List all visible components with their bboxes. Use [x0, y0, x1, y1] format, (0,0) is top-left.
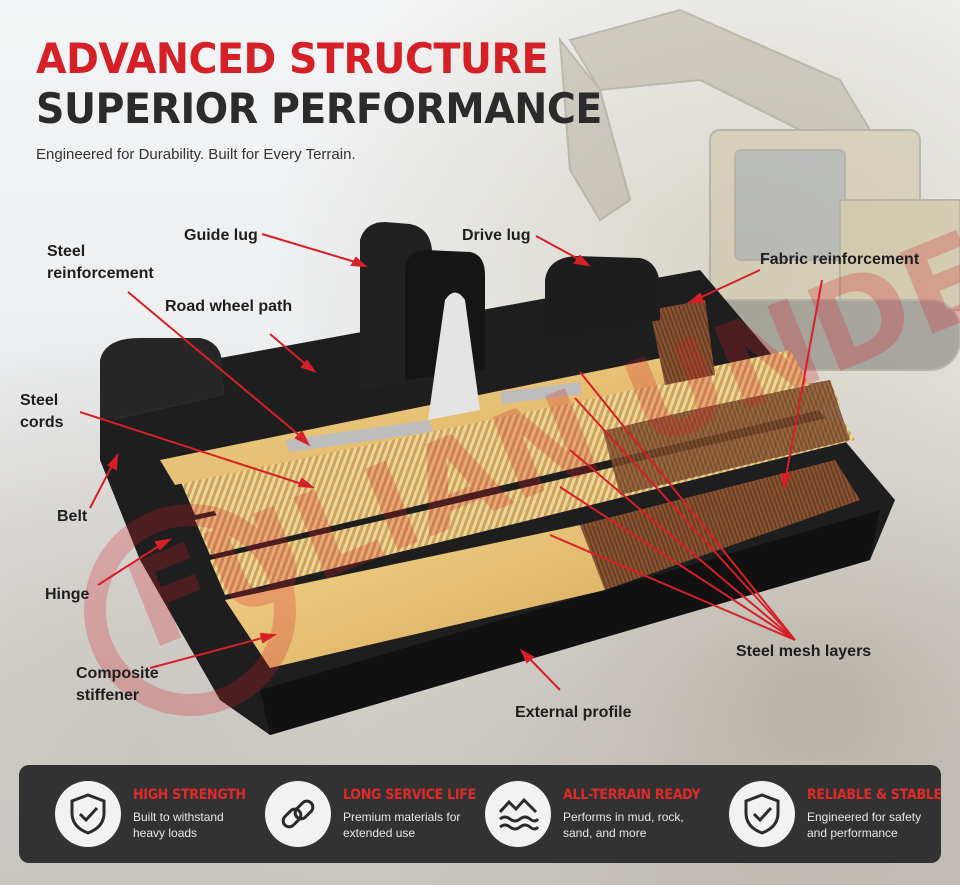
feature-long-service-life: LONG SERVICE LIFE Premium materials for …: [247, 765, 476, 863]
terrain-waves-icon: [485, 781, 551, 847]
callout-hinge: Hinge: [45, 586, 90, 603]
excavator-background-image: [558, 8, 960, 371]
callout-steel-reinforcement: Steel reinforcement: [47, 243, 154, 282]
shield-check-icon: [729, 781, 795, 847]
fabric-reinforcement-block: [650, 300, 715, 385]
chain-link-icon: [265, 781, 331, 847]
subtitle: Engineered for Durability. Built for Eve…: [36, 146, 356, 163]
drive-lug: [545, 256, 660, 340]
callout-belt: Belt: [57, 508, 88, 525]
feature-desc: Premium materials for extended use: [343, 810, 461, 840]
layer-fabric-top: [600, 380, 850, 495]
feature-title: HIGH STRENGTH: [133, 787, 246, 803]
callout-fabric-reinforcement: Fabric reinforcement: [760, 251, 920, 268]
feature-title: LONG SERVICE LIFE: [343, 787, 476, 803]
feature-title: ALL-TERRAIN READY: [563, 787, 701, 803]
callout-composite-stiffener: Composite stiffener: [76, 665, 159, 704]
headline-line-2: SUPERIOR PERFORMANCE: [36, 84, 602, 133]
feature-all-terrain-ready: ALL-TERRAIN READY Performs in mud, rock,…: [467, 765, 701, 863]
side-block: [100, 338, 222, 420]
callout-steel-mesh-layers: Steel mesh layers: [736, 643, 872, 660]
callout-guide-lug: Guide lug: [184, 227, 258, 244]
track-cutaway-diagram: FULIAN UNDERCARRIAGE: [79, 0, 960, 735]
shield-check-icon: [55, 781, 121, 847]
headline-line-1: ADVANCED STRUCTURE: [36, 34, 548, 83]
callout-external-profile: External profile: [515, 704, 632, 721]
features-panel: HIGH STRENGTH Built to withstand heavy l…: [19, 765, 942, 863]
callout-drive-lug: Drive lug: [462, 227, 531, 244]
layer-composite-stiffener: [225, 525, 605, 668]
feature-desc: Built to withstand heavy loads: [133, 810, 224, 840]
feature-high-strength: HIGH STRENGTH Built to withstand heavy l…: [37, 765, 262, 863]
layer-cords-4: [210, 380, 735, 520]
callout-arrows: [79, 233, 823, 691]
feature-reliable-stable: RELIABLE & STABLE Engineered for safety …: [711, 765, 942, 863]
road-wheel-path: [285, 420, 432, 452]
feature-desc: Performs in mud, rock, sand, and more: [563, 810, 684, 840]
guide-lug: [360, 222, 485, 420]
feature-title: RELIABLE & STABLE: [807, 787, 942, 803]
layer-fabric-bottom: [580, 460, 860, 590]
callout-steel-cords: Steel cords: [20, 392, 64, 431]
callout-road-wheel-path: Road wheel path: [165, 298, 293, 315]
road-wheel-path-strip: [500, 382, 582, 404]
headline: ADVANCED STRUCTURE SUPERIOR PERFORMANCE: [36, 34, 638, 134]
feature-desc: Engineered for safety and performance: [807, 810, 922, 840]
